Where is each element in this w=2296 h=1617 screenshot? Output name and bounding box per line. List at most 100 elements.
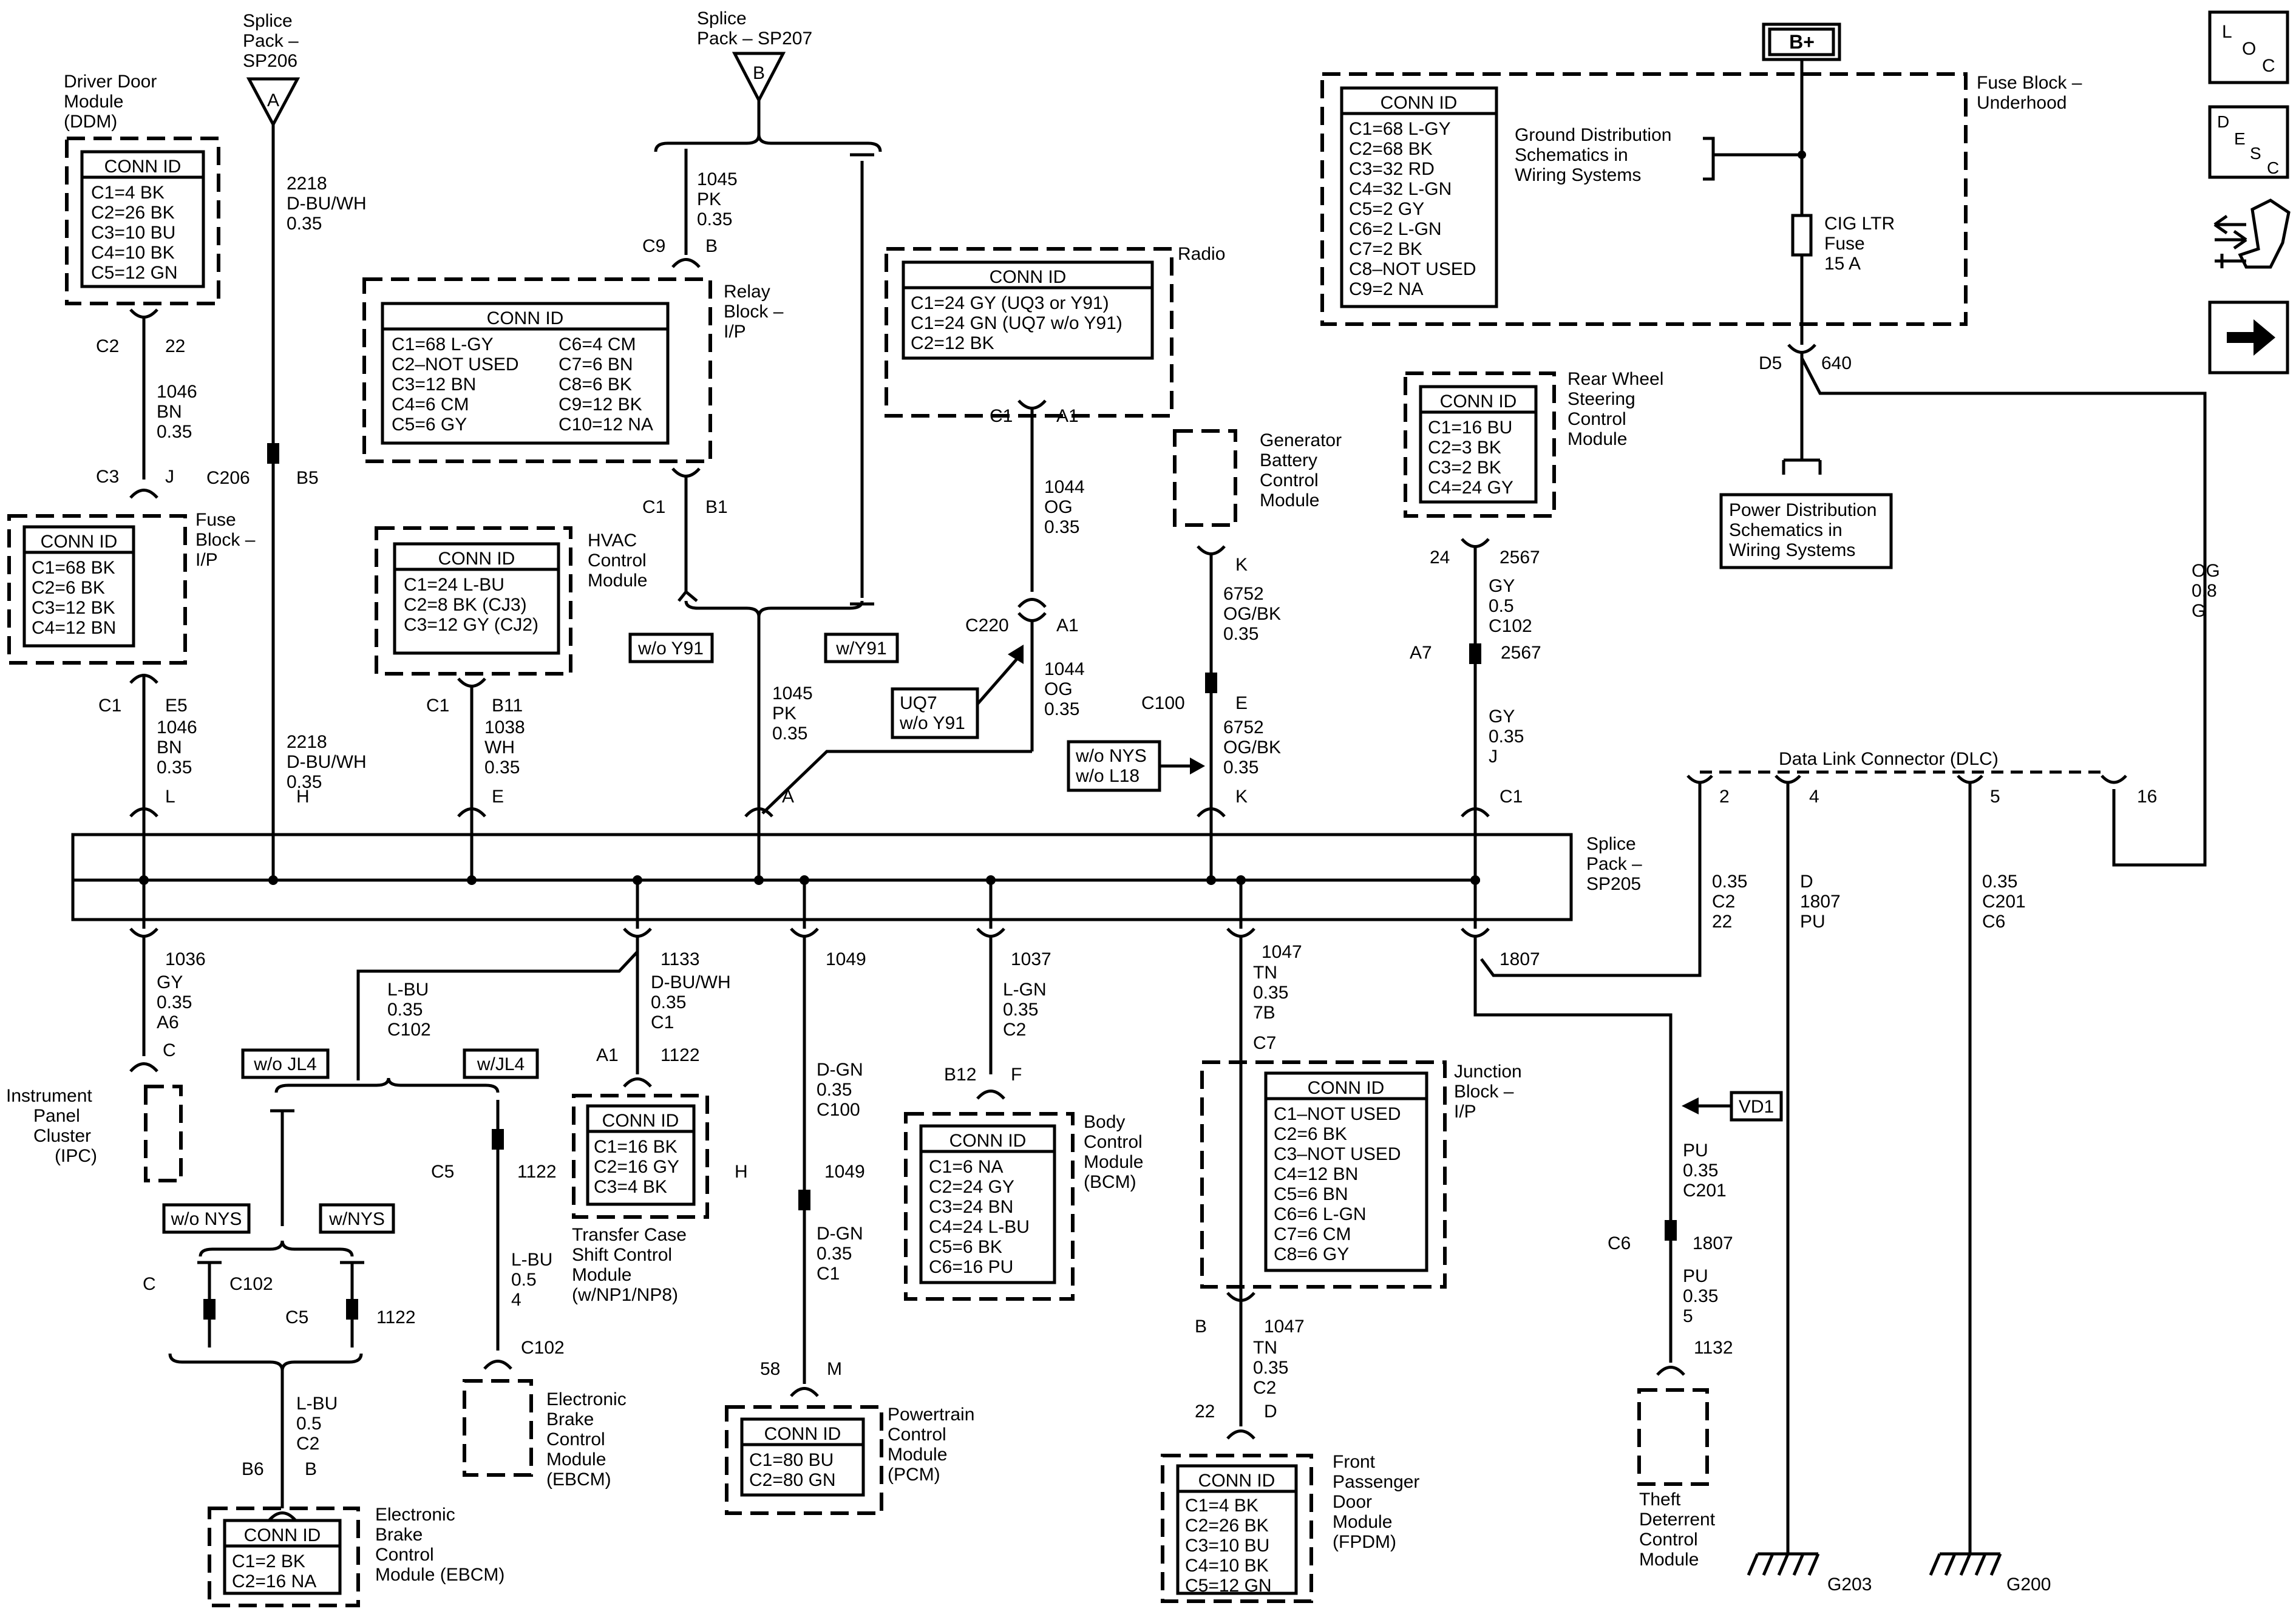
c220-pin-a1: A1 [1056, 615, 1079, 636]
ebcm2-box [208, 1507, 360, 1607]
dlc4-wire-num: D [1800, 872, 1813, 892]
rws-row-4: C4=24 GY [1428, 478, 1513, 498]
relay-pin-b: B [705, 236, 718, 256]
rws-name-3: Control [1567, 409, 1626, 429]
ebcm1-name-2: Brake [546, 1409, 594, 1429]
ebcm2-wire-num: L-BU [296, 1394, 338, 1414]
fuse-uh-row-4: C4=32 L-GN [1349, 179, 1452, 199]
fuse-uh-pin-d5: 640 [1821, 353, 1852, 373]
bottom-wiring: 1036 GY 0.35 A6 C Instrument Panel Clust… [6, 927, 1783, 1607]
junction-name-2: Block – [1454, 1082, 1514, 1102]
dlc-title: Data Link Connector (DLC) [1779, 749, 1999, 769]
relay-c9: C9 [642, 236, 665, 256]
fuse-uh-conn-title: CONN ID [1381, 93, 1458, 113]
tcsc-name-1: Transfer Case [572, 1225, 687, 1245]
pcm-name-4: (PCM) [888, 1465, 940, 1485]
dlc5-wire-color: C201 [1982, 892, 2026, 912]
tcsc-c1: A1 [596, 1045, 619, 1065]
bcm-wire-size: C2 [1003, 1020, 1026, 1040]
relay-ip-conn-title: CONN ID [487, 308, 564, 328]
bcm-name-4: (BCM) [1084, 1172, 1136, 1192]
ddm-pin-22: 22 [165, 336, 185, 356]
junction-c7: B [1195, 1317, 1207, 1337]
option-uq7-line2: w/o Y91 [899, 713, 965, 733]
sp206-label-3: SP206 [243, 51, 297, 71]
bcm-box [904, 1112, 1075, 1301]
dlc-wire-size: G [2192, 601, 2206, 621]
fpdm-row-4: C4=10 BK [1185, 1556, 1269, 1576]
option-wo-jl4-box [241, 1048, 330, 1079]
tcsc-name-3: Module [572, 1265, 631, 1285]
gen-wire2-size: 0.35 [1223, 758, 1258, 778]
rws-column: CONN ID C1=16 BU C2=3 BK C3=2 BK C4=24 G… [1404, 369, 1663, 835]
fpdm-conn-table [1176, 1464, 1298, 1595]
dlc-pin-4: 4 [1809, 787, 1819, 807]
c100-pin-e: E [1235, 693, 1248, 713]
bcm-name-2: Control [1084, 1132, 1143, 1152]
tcsc-wire-color: 0.35 [651, 992, 686, 1012]
sp205-pin-e: E [492, 787, 504, 807]
split-wire-num: L-BU [387, 980, 429, 1000]
theft-box [1637, 1388, 1709, 1486]
power-dist-box [1719, 493, 1893, 569]
radio-row-2: C1=24 GN (UQ7 w/o Y91) [911, 313, 1123, 333]
generator-column: Generator Battery Control Module K 6752 … [1067, 429, 1342, 835]
sp207-label-2: Pack – SP207 [697, 29, 812, 49]
ddm-row-1: C1=4 BK [91, 183, 165, 203]
bcm-row-1: C1=6 NA [929, 1157, 1004, 1177]
sp207-wire2-size: 0.35 [772, 724, 807, 744]
loc-icon-c: C [2262, 56, 2275, 76]
fuse-label: Fuse [1824, 234, 1865, 254]
sp205-label-1: Splice [1586, 834, 1636, 854]
gen-wire-color: OG/BK [1223, 604, 1281, 624]
ipc-name-2: Panel [33, 1106, 80, 1126]
junction-wire-size: 7B [1253, 1003, 1275, 1023]
pcm-pin-58: M [827, 1359, 842, 1379]
pcm-pin-b: 1049 [826, 949, 866, 969]
connector-tool-icon[interactable] [2213, 198, 2291, 269]
next-arrow-icon [2227, 319, 2275, 356]
fpdm-row-1: C1=4 BK [1185, 1496, 1258, 1516]
hvac-conn-title: CONN ID [438, 549, 515, 569]
ebcm2-conn-table [223, 1519, 342, 1595]
gen-pin-k: K [1235, 555, 1248, 575]
fpdm-wire-size: C2 [1253, 1378, 1276, 1398]
desc-icon-frame[interactable] [2208, 105, 2289, 179]
rws-conn-title: CONN ID [1440, 392, 1517, 412]
rws-name-2: Steering [1567, 389, 1635, 409]
tcsc-name-2: Shift Control [572, 1245, 672, 1265]
relay-ip-conn-table [381, 302, 670, 445]
ground-dist-line-2: Schematics in [1515, 145, 1628, 165]
hvac-wire-num: 1038 [484, 717, 525, 737]
theft-c201: C6 [1608, 1233, 1631, 1253]
fuse-ip-row-1: C1=68 BK [32, 558, 115, 578]
junction-wire-num: TN [1253, 963, 1277, 983]
fpdm-wire-color: 0.35 [1253, 1358, 1288, 1378]
loc-icon-frame[interactable] [2208, 10, 2289, 84]
relay-ip-row-8: C8=6 BK [559, 375, 632, 395]
option-uq7-box [891, 687, 979, 739]
relay-ip-row-5: C5=6 GY [392, 415, 467, 435]
tcsc-row-1: C1=16 BK [594, 1137, 678, 1157]
bcm-row-5: C5=6 BK [929, 1237, 1002, 1257]
ground-g200-icon [1929, 1552, 2002, 1576]
fpdm-row-2: C2=26 BK [1185, 1516, 1269, 1536]
bcm-row-6: C6=16 PU [929, 1257, 1013, 1277]
theft-name-4: Module [1639, 1550, 1699, 1570]
bcm-conn-table [919, 1124, 1056, 1284]
bcm-wire-num: L-GN [1003, 980, 1047, 1000]
dlc-block: Data Link Connector (DLC) 2 4 5 16 0.35 … [1479, 749, 2157, 1595]
radio-box [885, 247, 1173, 418]
sp207-wire-size: 0.35 [697, 209, 732, 229]
fuse-ip-wire-size: 0.35 [157, 758, 192, 778]
tcsc-row-2: C2=16 GY [594, 1157, 679, 1177]
gen-box [1173, 429, 1237, 527]
ebcm2-name-4: Module (EBCM) [375, 1565, 504, 1585]
dlc2-wire-color: C2 [1712, 892, 1735, 912]
fuse-ip-pin-l: L [165, 787, 175, 807]
pcm-name-2: Control [888, 1425, 946, 1445]
fpdm-box [1161, 1454, 1313, 1603]
option-w-y91-box [824, 632, 899, 663]
next-arrow-frame[interactable] [2208, 300, 2289, 375]
ebcm2-pin-b6: B [305, 1459, 317, 1479]
